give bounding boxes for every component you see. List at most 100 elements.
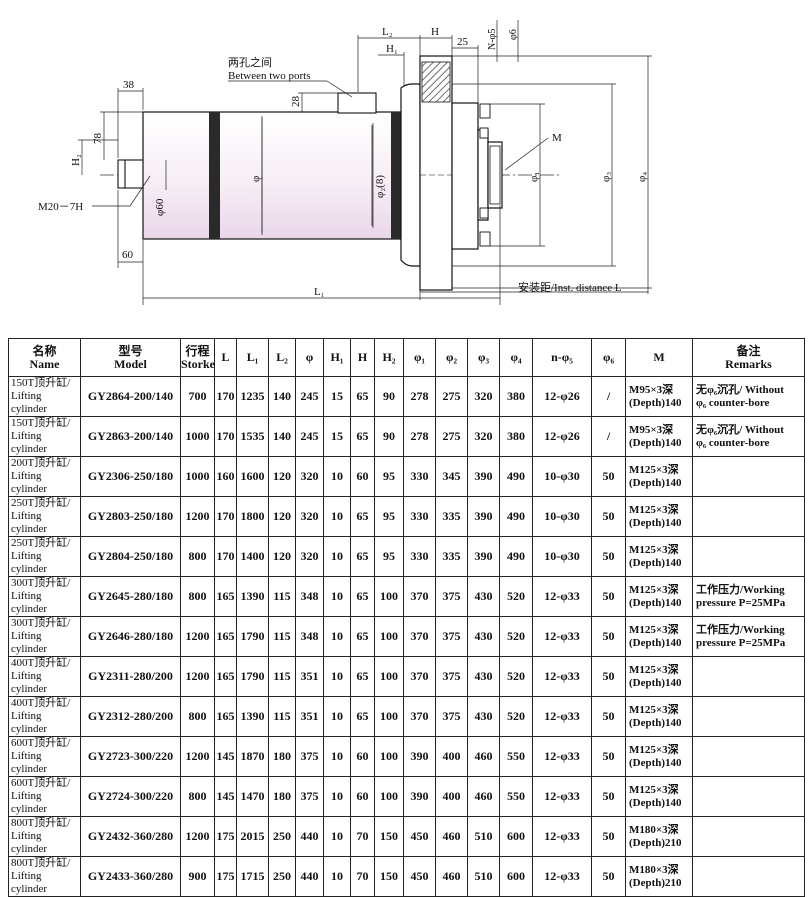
cell-phi4: 550 [499, 776, 533, 817]
cell-m: M125×3深(Depth)140 [625, 616, 693, 657]
cell-H: 65 [350, 416, 375, 457]
cell-name-line: Lifting cylinder [11, 470, 48, 495]
cell-name-line: Lifting cylinder [11, 630, 48, 655]
cell-phi: 320 [295, 496, 324, 537]
cell-phi1: 390 [403, 776, 436, 817]
cell-m-line: (Depth)140 [629, 636, 682, 649]
cell-phi2: 335 [435, 496, 468, 537]
cell-H2: 95 [374, 456, 404, 497]
cell-phi6: 50 [591, 576, 626, 617]
cell-m-line: (Depth)140 [629, 516, 682, 529]
cell-name-line: 800T顶升缸/ [11, 857, 71, 869]
cell-phi2: 400 [435, 736, 468, 777]
cell-L2: 120 [268, 536, 296, 577]
cell-name-line: Lifting cylinder [11, 790, 48, 815]
cell-H1: 10 [323, 496, 351, 537]
cell-m-line: M180×3深 [629, 863, 679, 876]
cell-H2: 100 [374, 616, 404, 657]
cell-L1: 2015 [236, 816, 269, 857]
flange [400, 55, 503, 291]
column-header: H [350, 338, 375, 377]
cell-name: 300T顶升缸/Lifting cylinder [8, 616, 81, 657]
cylinder-drawing: 两孔之间 Between two ports 38 78 H₂ M20－7H φ… [0, 0, 811, 330]
cell-phi2: 275 [435, 416, 468, 457]
cell-phi2: 400 [435, 776, 468, 817]
column-header-label: φ₁ [413, 350, 426, 364]
cell-H1: 10 [323, 816, 351, 857]
cell-remarks-line: pressure P=25MPa [696, 596, 786, 609]
cell-model: GY2724-300/220 [80, 776, 181, 817]
cell-L1: 1535 [236, 416, 269, 457]
label-phi4: φ₄ [636, 172, 648, 182]
cell-phi4: 490 [499, 456, 533, 497]
cell-name-line: Lifting cylinder [11, 510, 48, 535]
cell-name-line: 800T顶升缸/ [11, 817, 71, 829]
dimension-labels: 两孔之间 Between two ports 38 78 H₂ M20－7H φ… [38, 26, 648, 298]
label-phi2: φ₂(8) [374, 175, 386, 198]
cell-L1: 1800 [236, 496, 269, 537]
cell-phi: 351 [295, 656, 324, 697]
cell-phi2: 335 [435, 536, 468, 577]
cell-phi6: 50 [591, 696, 626, 737]
cell-phi6: 50 [591, 776, 626, 817]
cell-phi6: 50 [591, 816, 626, 857]
cell-phi: 440 [295, 816, 324, 857]
cell-H2: 150 [374, 816, 404, 857]
cell-phi1: 278 [403, 416, 436, 457]
oil-port [337, 92, 377, 114]
cell-L2: 250 [268, 856, 296, 897]
cell-L: 170 [214, 376, 237, 417]
column-header: M [625, 338, 693, 377]
cell-H2: 100 [374, 576, 404, 617]
cell-name: 600T顶升缸/Lifting cylinder [8, 776, 81, 817]
label-38: 38 [123, 79, 135, 91]
cell-phi1: 330 [403, 536, 436, 577]
cell-phi2: 375 [435, 576, 468, 617]
cell-L2: 180 [268, 776, 296, 817]
cell-phi3: 430 [467, 656, 500, 697]
cell-name: 200T顶升缸/Lifting cylinder [8, 456, 81, 497]
cell-phi1: 370 [403, 616, 436, 657]
column-header-label: 名称 [32, 343, 57, 358]
cell-name-line: 150T顶升缸/ [11, 377, 71, 389]
cell-L2: 120 [268, 496, 296, 537]
cell-H1: 10 [323, 856, 351, 897]
cell-L2: 115 [268, 576, 296, 617]
cell-remarks [692, 536, 805, 577]
cell-phi6: / [591, 376, 626, 417]
cell-phi3: 390 [467, 456, 500, 497]
cell-phi6: 50 [591, 856, 626, 897]
cell-H2: 100 [374, 696, 404, 737]
column-header-label: H₂ [382, 350, 396, 364]
cell-m-line: M180×3深 [629, 823, 679, 836]
cell-phi6: 50 [591, 496, 626, 537]
cell-m-line: M125×3深 [629, 623, 679, 636]
label-ports-cn: 两孔之间 [228, 55, 272, 69]
cell-phi1: 330 [403, 456, 436, 497]
cell-H: 65 [350, 376, 375, 417]
column-header-sublabel: Remarks [725, 356, 772, 371]
cell-name-line: Lifting cylinder [11, 390, 48, 415]
cell-L2: 115 [268, 696, 296, 737]
cell-name-line: 250T顶升缸/ [11, 497, 71, 509]
column-header: n-φ₅ [532, 338, 592, 377]
cell-phi3: 320 [467, 416, 500, 457]
cell-L1: 1870 [236, 736, 269, 777]
cell-H2: 100 [374, 656, 404, 697]
cell-H: 70 [350, 856, 375, 897]
cell-phi1: 450 [403, 816, 436, 857]
column-header-label: φ [305, 350, 314, 364]
cell-phi4: 600 [499, 856, 533, 897]
cell-name-line: Lifting cylinder [11, 830, 48, 855]
label-h1: H₁ [386, 43, 398, 55]
cell-remarks [692, 656, 805, 697]
cell-H1: 10 [323, 536, 351, 577]
cell-phi1: 390 [403, 736, 436, 777]
cell-model: GY2804-250/180 [80, 536, 181, 577]
